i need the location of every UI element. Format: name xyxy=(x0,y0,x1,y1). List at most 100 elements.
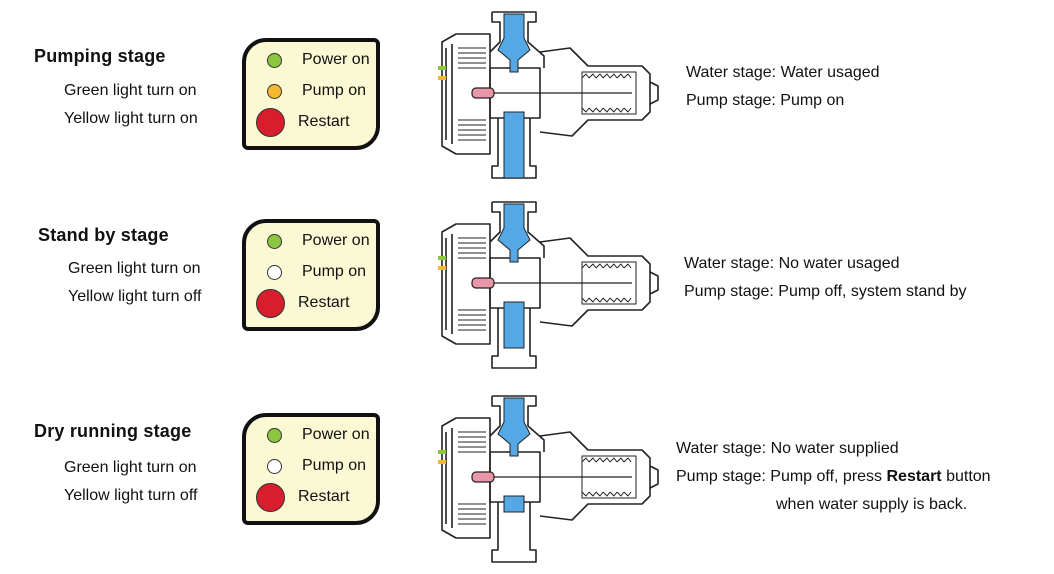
spring-housing xyxy=(539,47,651,137)
water-icon xyxy=(497,203,531,263)
power-row: Power on xyxy=(260,422,370,448)
pump-stage-line: Pump stage: Pump off, system stand by xyxy=(684,283,967,300)
restart-button[interactable] xyxy=(256,107,285,137)
led-yellow-icon xyxy=(438,76,446,80)
piston-icon xyxy=(471,277,495,289)
spring-coil xyxy=(609,457,618,497)
spring-housing xyxy=(539,237,651,327)
water-stage-line: Water stage: Water usaged xyxy=(686,64,880,81)
spring-coil xyxy=(623,73,632,113)
yellow-light-text: Yellow light turn off xyxy=(68,288,202,305)
spring-coil xyxy=(616,457,625,497)
spring-coil xyxy=(581,73,590,113)
restart-row: Restart xyxy=(256,481,350,513)
spring-coil xyxy=(588,263,597,303)
water-icon xyxy=(503,495,525,513)
end-cap xyxy=(649,81,659,105)
restart-row: Restart xyxy=(256,287,350,319)
yellow-light-text: Yellow light turn on xyxy=(64,110,198,127)
spring-coil xyxy=(595,457,604,497)
power-label: Power on xyxy=(302,51,370,68)
pump-light xyxy=(267,83,282,99)
valve-housing xyxy=(441,417,491,539)
outlet-pipe xyxy=(491,308,537,369)
led-green-icon xyxy=(438,66,446,70)
status-text: Water stage: Water usaged Pump stage: Pu… xyxy=(686,59,880,115)
restart-button[interactable] xyxy=(256,482,285,512)
spring-housing xyxy=(539,431,651,521)
stage-standby: Stand by stage Green light turn on Yello… xyxy=(0,0,1054,369)
restart-label: Restart xyxy=(298,294,350,311)
spring-coil xyxy=(623,263,632,303)
pump-stage-line: Pump stage: Pump off, press Restart butt… xyxy=(676,468,991,485)
led-green-icon xyxy=(438,256,446,260)
water-icon xyxy=(503,301,525,349)
pump-light xyxy=(267,264,282,280)
pump-row: Pump on xyxy=(260,453,366,479)
stage-pumping: Pumping stage Green light turn on Yellow… xyxy=(0,0,1054,180)
spring-coil xyxy=(588,457,597,497)
stage-title: Pumping stage xyxy=(34,46,166,66)
pump-light xyxy=(267,458,282,474)
green-light-text: Green light turn on xyxy=(64,82,197,99)
restart-label: Restart xyxy=(298,488,350,505)
inlet-pipe xyxy=(489,201,545,258)
spring-coil xyxy=(602,73,611,113)
end-cap xyxy=(649,465,659,489)
inlet-pipe xyxy=(489,11,545,68)
light-description: Green light turn on Yellow light turn of… xyxy=(68,255,201,311)
spring-coil xyxy=(581,457,590,497)
outlet-pipe xyxy=(491,502,537,563)
spring-coil xyxy=(588,73,597,113)
status-text: Water stage: No water supplied Pump stag… xyxy=(676,435,991,519)
pump-stage-line-2: when water supply is back. xyxy=(776,496,968,513)
water-stage-line: Water stage: No water supplied xyxy=(676,440,899,457)
pump-label: Pump on xyxy=(302,263,367,280)
yellow-light-text: Yellow light turn off xyxy=(64,487,198,504)
spring-coil xyxy=(595,73,604,113)
restart-row: Restart xyxy=(256,106,350,138)
valve-diagram xyxy=(438,11,659,179)
spring-coil xyxy=(609,73,618,113)
pump-row: Pump on xyxy=(260,78,366,104)
power-label: Power on xyxy=(302,232,370,249)
indicator-panel: Power on Pump on Restart xyxy=(242,413,380,525)
spring-coil xyxy=(602,263,611,303)
end-cap xyxy=(649,271,659,295)
valve-diagram xyxy=(438,395,659,563)
power-label: Power on xyxy=(302,426,370,443)
spring-coil xyxy=(616,263,625,303)
power-row: Power on xyxy=(260,228,370,254)
status-text: Water stage: No water usaged Pump stage:… xyxy=(684,250,967,306)
pump-stage-line: Pump stage: Pump on xyxy=(686,92,845,109)
valve-diagram xyxy=(438,201,659,369)
light-description: Green light turn on Yellow light turn of… xyxy=(64,454,197,510)
restart-button[interactable] xyxy=(256,288,285,318)
valve-chamber xyxy=(489,451,541,503)
inlet-pipe xyxy=(489,395,545,452)
valve-chamber xyxy=(489,67,541,119)
power-light xyxy=(267,233,282,249)
power-light xyxy=(267,52,282,68)
power-row: Power on xyxy=(260,47,370,73)
indicator-panel: Power on Pump on Restart xyxy=(242,219,380,331)
stage-title: Stand by stage xyxy=(38,225,169,245)
spring-coil xyxy=(581,263,590,303)
light-description: Green light turn on Yellow light turn on xyxy=(64,77,198,133)
indicator-panel: Power on Pump on Restart xyxy=(242,38,380,150)
led-yellow-icon xyxy=(438,266,446,270)
restart-label: Restart xyxy=(298,113,350,130)
water-icon xyxy=(503,111,525,179)
spring-coil xyxy=(595,263,604,303)
stage-title: Dry running stage xyxy=(34,421,192,441)
valve-housing xyxy=(441,33,491,155)
spring-coil xyxy=(616,73,625,113)
spring-coil xyxy=(609,263,618,303)
restart-word: Restart xyxy=(886,468,942,485)
led-yellow-icon xyxy=(438,460,446,464)
led-green-icon xyxy=(438,450,446,454)
green-light-text: Green light turn on xyxy=(64,459,197,476)
water-stage-line: Water stage: No water usaged xyxy=(684,255,900,272)
pump-row: Pump on xyxy=(260,259,366,285)
